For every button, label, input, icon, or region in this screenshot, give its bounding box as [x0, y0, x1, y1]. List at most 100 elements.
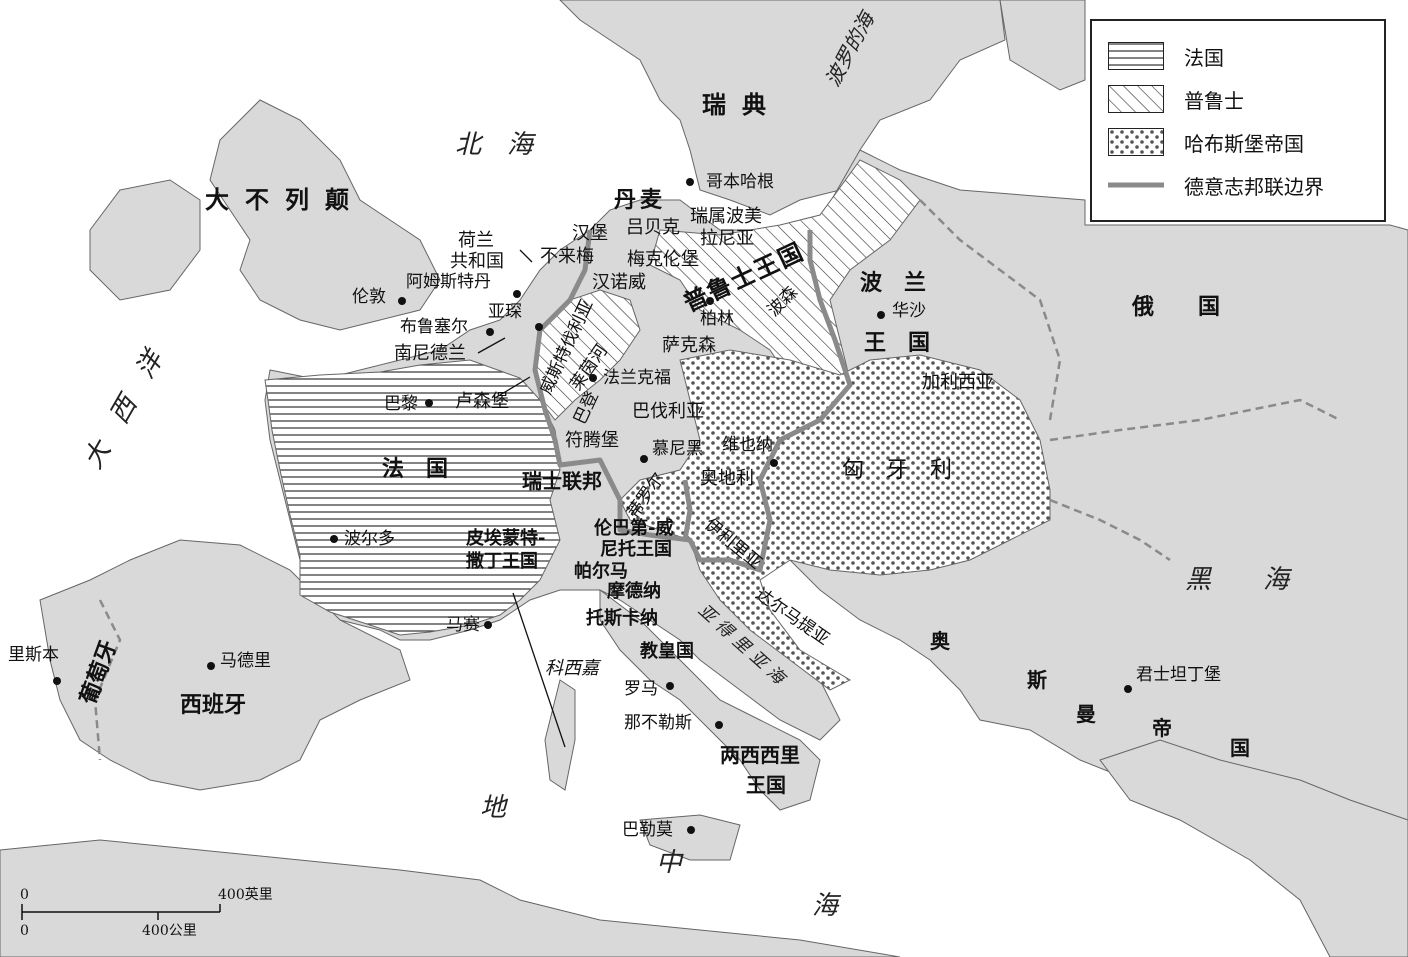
region-swedish-pomerania-2: 拉尼亚: [700, 228, 754, 249]
city-dot: [425, 399, 433, 407]
city-amsterdam: 阿姆斯特丹: [406, 272, 491, 292]
city-dot: [589, 374, 597, 382]
country-two-sicilies-1: 两西西里: [720, 743, 800, 767]
city-dot: [207, 662, 215, 670]
city-dot: [686, 178, 694, 186]
country-russia: 俄 国: [1132, 295, 1221, 320]
region-lubeck: 吕贝克: [626, 217, 680, 238]
country-ottoman-4: 帝: [1152, 716, 1172, 740]
region-tuscany: 托斯卡纳: [586, 608, 658, 629]
city-dot: [640, 455, 648, 463]
region-parma: 帕尔马: [574, 561, 628, 582]
prussia-pattern-icon: [1108, 85, 1164, 113]
city-brussels: 布鲁塞尔: [400, 317, 468, 337]
sea-label-black: 黑 海: [1185, 565, 1290, 595]
region-galicia: 加利西亚: [922, 372, 994, 393]
legend-label: 哈布斯堡帝国: [1184, 131, 1304, 156]
sea-label-med-2: 中: [656, 848, 683, 878]
scale-km-label: 400公里: [142, 923, 197, 939]
city-copenhagen: 哥本哈根: [706, 172, 774, 192]
border-segment-south: [682, 479, 693, 541]
city-dot: [535, 323, 543, 331]
country-france: 法 国: [382, 457, 449, 482]
region-mecklenburg: 梅克伦堡: [627, 249, 699, 270]
country-denmark: 丹麦: [614, 188, 667, 213]
region-bremen: 不来梅: [540, 246, 594, 267]
region-piedmont-1: 皮埃蒙特-: [466, 528, 546, 549]
prussia-east: [649, 159, 921, 396]
scale-miles-label: 400英里: [218, 887, 273, 903]
legend-item-prussia: 普鲁士: [1108, 84, 1244, 114]
city-naples: 那不勒斯: [624, 713, 692, 733]
region-lombardy-1: 伦巴第-威: [594, 518, 674, 539]
country-ottoman-2: 斯: [1027, 668, 1047, 692]
habsburg-area: [619, 349, 1051, 691]
map-legend: 法国 普鲁士 哈布斯堡帝国 德意志邦联边界: [1090, 19, 1386, 222]
legend-label: 德意志邦联边界: [1184, 174, 1324, 199]
region-papal-states: 教皇国: [640, 641, 694, 662]
region-corsica: 科西嘉: [545, 658, 599, 679]
habsburg-pattern-icon: [1108, 128, 1164, 156]
legend-label: 普鲁士: [1184, 88, 1244, 113]
border-line-icon: [1108, 182, 1164, 188]
city-warsaw: 华沙: [892, 301, 926, 321]
city-berlin: 柏林: [700, 309, 734, 329]
city-munich: 慕尼黑: [652, 439, 703, 459]
region-hanover: 汉诺威: [592, 272, 646, 293]
country-two-sicilies-2: 王国: [746, 773, 786, 797]
scale-zero-bottom: 0: [20, 923, 29, 939]
state-borders: [93, 199, 1341, 761]
legend-item-confederation: 德意志邦联边界: [1108, 170, 1324, 200]
region-austria: 奥地利: [700, 468, 754, 489]
city-dot: [330, 535, 338, 543]
city-bordeaux: 波尔多: [344, 529, 395, 549]
france-area: [264, 359, 561, 636]
city-lisbon: 里斯本: [8, 645, 59, 665]
city-aachen: 亚琛: [488, 302, 522, 322]
city-dot: [770, 459, 778, 467]
city-palermo: 巴勒莫: [622, 820, 673, 840]
country-spain: 西班牙: [180, 693, 247, 718]
region-lombardy-2: 尼托王国: [600, 539, 672, 560]
city-dot: [715, 721, 723, 729]
city-dot: [513, 290, 521, 298]
region-luxembourg: 卢森堡: [455, 391, 509, 412]
sea-label-north: 北 海: [455, 130, 534, 160]
city-rome: 罗马: [624, 679, 658, 699]
german-confederation-border: [532, 229, 853, 573]
region-bavaria: 巴伐利亚: [632, 401, 704, 422]
legend-item-habsburg: 哈布斯堡帝国: [1108, 127, 1304, 157]
city-dot: [687, 826, 695, 834]
city-frankfurt: 法兰克福: [603, 368, 671, 388]
city-dot: [486, 328, 494, 336]
country-ottoman-3: 曼: [1076, 702, 1096, 726]
city-london: 伦敦: [352, 287, 386, 307]
scale-zero-top: 0: [20, 887, 29, 903]
city-constantinople: 君士坦丁堡: [1136, 665, 1221, 685]
sea-label-med-3: 海: [812, 891, 839, 921]
region-wurttemberg: 符腾堡: [565, 430, 619, 451]
country-switzerland: 瑞士联邦: [522, 469, 602, 493]
region-netherlands-2: 共和国: [450, 251, 504, 272]
country-ottoman-5: 国: [1230, 736, 1250, 760]
scale-bar: 0 400英里 0 400公里: [20, 882, 273, 942]
country-britain: 大不列颠: [205, 186, 365, 214]
country-sweden: 瑞典: [702, 91, 782, 119]
region-southern-netherlands: 南尼德兰: [394, 343, 466, 364]
legend-item-france: 法国: [1108, 41, 1224, 71]
scale-line: [21, 904, 221, 920]
legend-label: 法国: [1184, 45, 1224, 70]
city-dot: [398, 297, 406, 305]
region-netherlands-1: 荷兰: [458, 230, 494, 251]
country-poland-2: 王 国: [864, 331, 931, 356]
city-paris: 巴黎: [384, 394, 418, 414]
france-pattern-icon: [1108, 42, 1164, 70]
region-hamburg: 汉堡: [572, 223, 608, 244]
leader-lines: [477, 249, 566, 748]
region-saxony: 萨克森: [662, 335, 716, 356]
city-marseille: 马赛: [446, 615, 480, 635]
sea-label-med-1: 地: [480, 793, 507, 823]
country-poland-1: 波 兰: [860, 271, 927, 296]
